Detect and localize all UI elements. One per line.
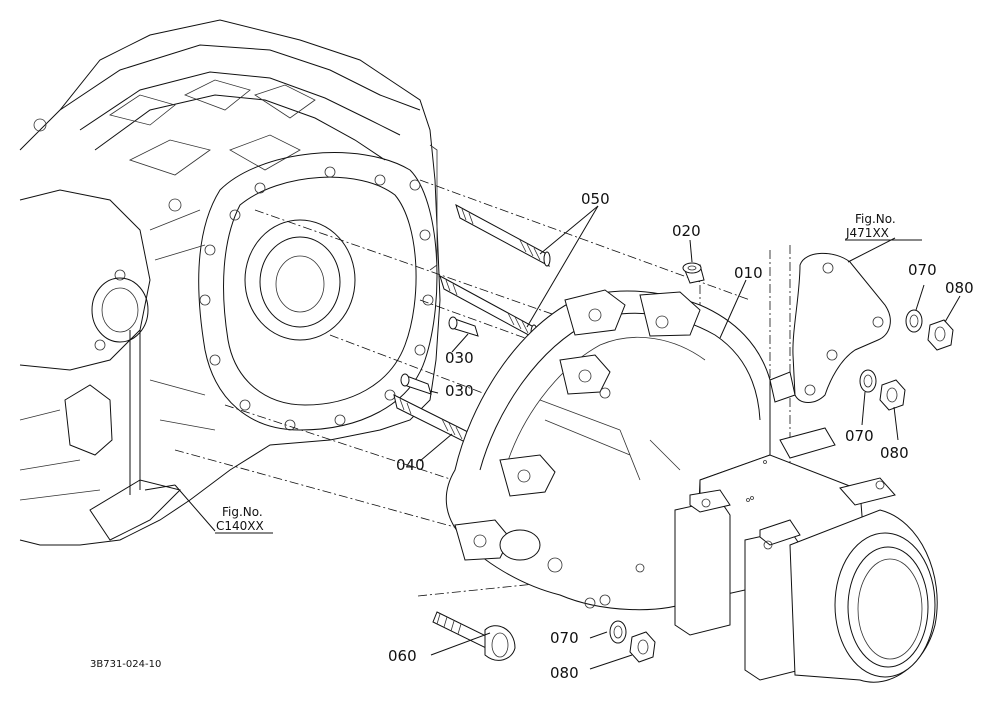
callout-010: 010 [734, 264, 763, 282]
washer-070-middle-right [859, 369, 877, 393]
callout-080-middle-right: 080 [880, 444, 909, 462]
fig-ref-right-number: J471XX [845, 226, 889, 240]
callout-070-upper-right: 070 [908, 261, 937, 279]
callout-030-upper: 030 [445, 349, 474, 367]
stud-bolt-040 [393, 394, 473, 446]
flange-bolt-holes [33, 118, 434, 431]
dowel-pin-030-lower [400, 373, 432, 395]
callout-030-lower: 030 [445, 382, 474, 400]
callout-080-upper-right: 080 [945, 279, 974, 297]
leader-lines [144, 205, 961, 670]
washer-070-bottom [609, 620, 627, 644]
fig-ref-left-number: C140XX [216, 519, 264, 533]
callout-070-middle-right: 070 [845, 427, 874, 445]
dowel-pin-030-upper [448, 316, 479, 337]
fig-ref-right-label: Fig.No. [855, 212, 896, 226]
callout-080-bottom: 080 [550, 664, 579, 682]
engine-block-drawing [19, 19, 441, 546]
stud-bolt-050-lower [439, 274, 538, 341]
callout-060: 060 [388, 647, 417, 665]
callout-070-bottom: 070 [550, 629, 579, 647]
breather-020-drawing [682, 262, 705, 284]
housing-010-drawing [445, 289, 938, 683]
nut-080-upper-right [927, 319, 954, 351]
bracket-plate-drawing [792, 252, 891, 403]
stud-bolt-050-upper [455, 203, 551, 268]
bolt-060-drawing [432, 611, 516, 661]
nut-080-middle-right [879, 379, 906, 411]
callout-020: 020 [672, 222, 701, 240]
drawing-code: 3B731-024-10 [90, 659, 161, 670]
nut-080-bottom [629, 631, 656, 663]
callout-050: 050 [581, 190, 610, 208]
callout-040: 040 [396, 456, 425, 474]
fig-ref-left-label: Fig.No. [222, 505, 263, 519]
washer-070-upper-right [905, 309, 923, 333]
